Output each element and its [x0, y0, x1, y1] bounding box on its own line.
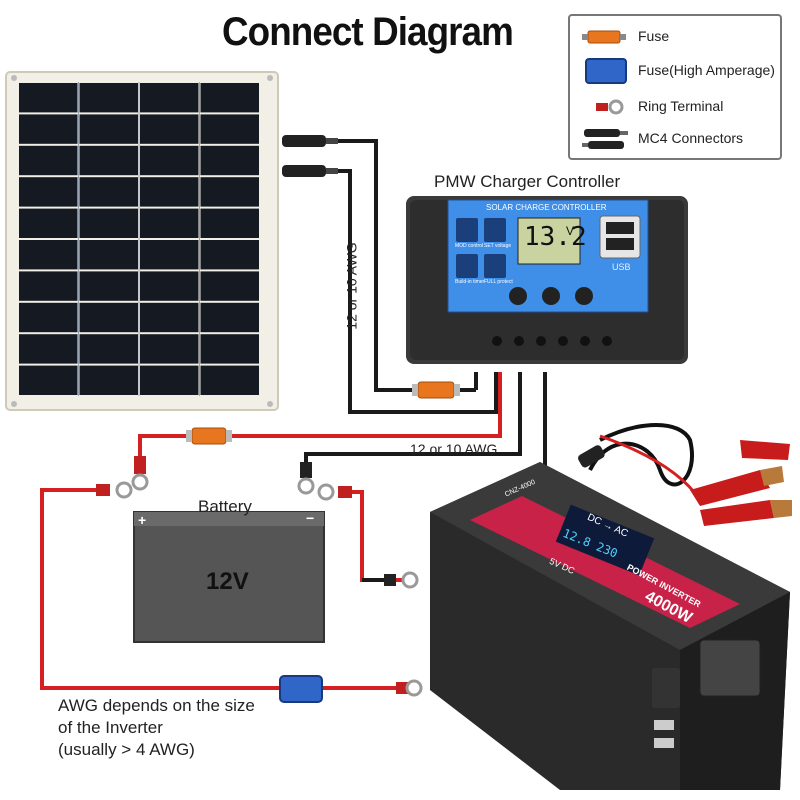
controller-icon-label: SET voltage	[484, 243, 512, 249]
mc4-connectors	[282, 135, 338, 177]
inverter-wire-note-line1: AWG depends on the size	[58, 696, 255, 715]
battery-fuse	[186, 427, 232, 445]
solar-cell	[200, 145, 259, 176]
solar-cell	[140, 145, 199, 176]
solar-cell	[79, 114, 138, 144]
mc4-connector-icon	[582, 129, 628, 149]
solar-cell	[140, 114, 199, 144]
legend-item-fuse: Fuse	[570, 22, 780, 52]
solar-cell	[200, 271, 259, 301]
high-amperage-fuse	[279, 675, 323, 703]
battery-voltage: 12V	[206, 568, 249, 595]
inverter-wire-note-line3: (usually > 4 AWG)	[58, 740, 195, 759]
inverter	[430, 423, 792, 790]
solar-cell	[19, 145, 78, 176]
solar-cell	[140, 302, 199, 333]
solar-cell	[140, 208, 199, 238]
panel-wire-awg-label: 12 or 10 AWG	[343, 242, 360, 330]
red-wires	[40, 372, 502, 690]
battery	[133, 511, 325, 643]
solar-cell	[79, 240, 138, 270]
panel-fuse	[412, 381, 460, 399]
solar-cell	[19, 302, 78, 333]
controller-icon-label: MOD control	[455, 243, 484, 249]
solar-cell	[140, 83, 199, 113]
solar-cell	[200, 208, 259, 238]
legend-item-ring-terminal: Ring Terminal	[570, 92, 780, 122]
controller-lcd-unit: V	[566, 224, 575, 238]
solar-cell	[19, 177, 78, 207]
solar-cell	[200, 302, 259, 333]
controller-usb-label: USB	[612, 262, 631, 272]
panel-wires	[304, 139, 547, 478]
solar-cell	[79, 271, 138, 301]
solar-cell	[79, 177, 138, 207]
solar-cell	[19, 114, 78, 144]
solar-cell	[200, 177, 259, 207]
solar-cell	[140, 271, 199, 301]
legend: Fuse Fuse(High Amperage) Ring Terminal M…	[568, 14, 782, 160]
legend-label: Fuse	[638, 28, 670, 44]
legend-label: Ring Terminal	[638, 98, 724, 114]
ring-terminal-icon	[596, 99, 624, 115]
battery-pos-terminal: +	[138, 512, 147, 528]
solar-cell	[19, 271, 78, 301]
controller-heading: PMW Charger Controller	[434, 172, 621, 191]
solar-cell	[200, 114, 259, 144]
controller-lcd-value: 13.2	[524, 222, 587, 252]
solar-cell	[140, 334, 199, 364]
controller-wire-awg-label: 12 or 10 AWG	[410, 441, 498, 457]
solar-cell	[19, 334, 78, 364]
legend-label: MC4 Connectors	[638, 130, 744, 146]
solar-cell	[140, 240, 199, 270]
controller-icon-label: FULL protect	[484, 279, 513, 285]
solar-cell	[79, 365, 138, 395]
legend-item-fuse-high: Fuse(High Amperage)	[570, 56, 780, 86]
charge-controller	[406, 196, 688, 364]
solar-cell	[79, 208, 138, 238]
solar-cell	[79, 334, 138, 364]
solar-panel	[5, 71, 279, 411]
blue-fuse-icon	[585, 58, 627, 84]
controller-panel-title: SOLAR CHARGE CONTROLLER	[486, 203, 607, 212]
solar-cell	[79, 302, 138, 333]
solar-cell	[200, 334, 259, 364]
orange-fuse-icon	[582, 30, 626, 44]
page-title: Connect Diagram	[222, 10, 514, 54]
solar-cell	[140, 177, 199, 207]
legend-label: Fuse(High Amperage)	[638, 62, 775, 78]
controller-icon-label: Build-in timer	[455, 279, 485, 285]
solar-cell	[19, 240, 78, 270]
solar-cell	[19, 208, 78, 238]
solar-cell	[140, 365, 199, 395]
solar-cell	[19, 83, 78, 113]
solar-cell	[79, 83, 138, 113]
solar-cell	[200, 365, 259, 395]
ring-terminals	[96, 456, 423, 697]
solar-cell	[79, 145, 138, 176]
inverter-wire-note-line2: of the Inverter	[58, 718, 163, 737]
solar-cell	[200, 83, 259, 113]
legend-item-mc4: MC4 Connectors	[570, 124, 780, 154]
battery-neg-terminal: −	[306, 510, 315, 526]
solar-cell	[200, 240, 259, 270]
battery-label: Battery	[198, 497, 252, 516]
solar-cell	[19, 365, 78, 395]
